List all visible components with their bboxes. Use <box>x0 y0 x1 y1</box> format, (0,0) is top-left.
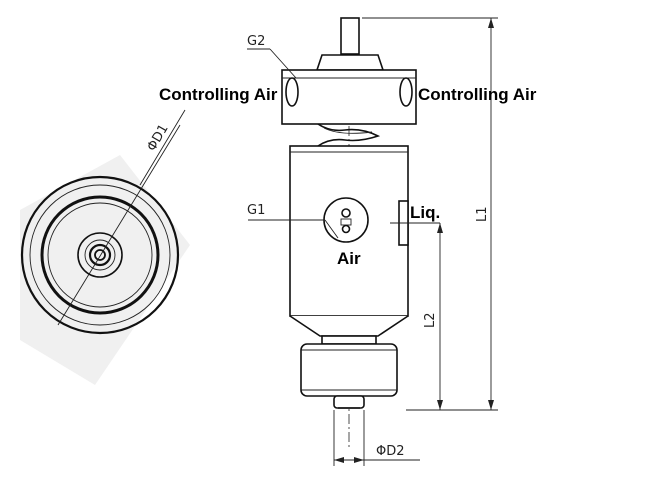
air-port-hole-bottom <box>341 224 351 234</box>
middle-ring-inner <box>47 202 153 308</box>
head-block <box>281 69 417 125</box>
controlling-air-left-label: Controlling Air <box>159 85 278 104</box>
l1-label: L1 <box>475 206 490 222</box>
g1-leader <box>324 219 339 239</box>
hub-ring-2 <box>84 239 116 271</box>
face-view: ΦD1 <box>20 109 190 385</box>
hub-ring-3 <box>88 243 112 267</box>
body-taper <box>289 315 409 337</box>
d2-label: ΦD2 <box>376 444 405 459</box>
hub-ring <box>77 232 123 278</box>
air-label: Air <box>337 249 361 268</box>
side-view: L1 L2 ΦD2 G2 G1 <box>247 17 498 466</box>
outer-ring-inner <box>29 184 171 326</box>
liquid-label: Liq. <box>410 203 440 222</box>
l2-arrow-bottom <box>437 400 443 410</box>
d2-arrow-right <box>354 457 364 463</box>
air-port-left <box>285 77 299 107</box>
d1-leader <box>139 109 186 186</box>
top-shaft <box>340 17 360 55</box>
d2-arrow-left <box>334 457 344 463</box>
bottom-cap <box>300 343 398 397</box>
middle-ring <box>40 195 160 315</box>
air-port <box>323 197 369 243</box>
nozzle-hole <box>94 249 106 261</box>
air-port-hole-top <box>341 208 351 218</box>
l2-arrow-top <box>437 223 443 233</box>
g2-label: G2 <box>247 34 265 49</box>
l1-arrow-bottom <box>488 400 494 410</box>
l1-arrow-top <box>488 18 494 28</box>
spring-inner <box>323 127 373 134</box>
top-cap <box>315 54 385 71</box>
d1-dimension-line <box>57 124 181 326</box>
nozzle <box>333 395 365 409</box>
g1-label: G1 <box>247 203 265 218</box>
spring <box>317 123 381 147</box>
air-port-right <box>399 77 413 107</box>
neck <box>321 335 377 345</box>
l2-label: L2 <box>423 312 438 328</box>
g2-leader <box>269 48 297 79</box>
controlling-air-right-label: Controlling Air <box>418 85 537 104</box>
outer-ring <box>20 175 180 335</box>
d1-label: ΦD1 <box>144 122 171 154</box>
